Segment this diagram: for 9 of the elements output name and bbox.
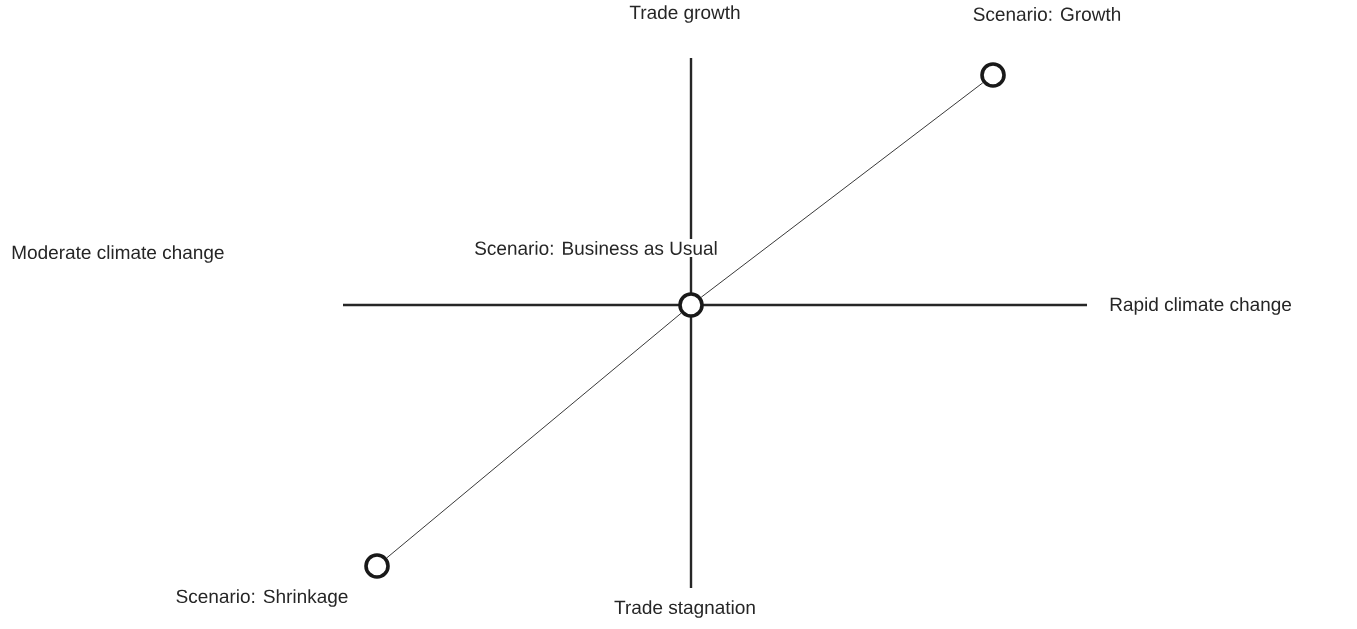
scenario-label: Scenario: Shrinkage	[173, 587, 351, 609]
axis-label: Rapid climate change	[1110, 297, 1292, 315]
scenario-label: Scenario: Business as Usual	[472, 239, 720, 257]
axis-label: Trade growth	[629, 5, 740, 23]
axis-label: Moderate climate change	[12, 245, 224, 263]
axis-label: Trade stagnation	[614, 600, 755, 618]
scenario-label: Scenario: Growth	[970, 5, 1124, 23]
connector-line	[386, 312, 682, 559]
connector-line	[700, 82, 984, 298]
